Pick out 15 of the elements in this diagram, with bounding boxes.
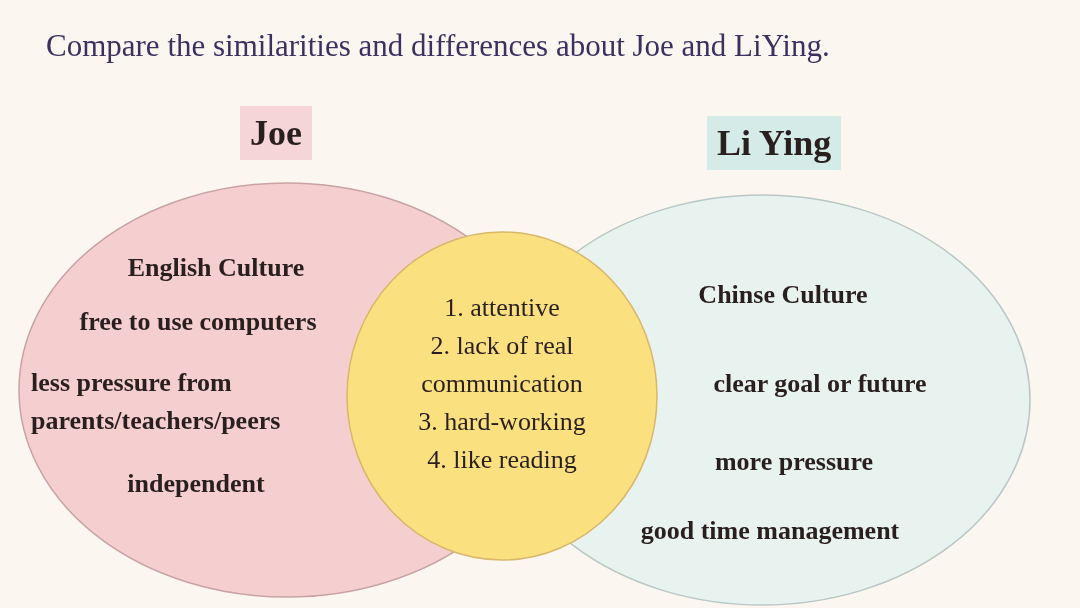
shared-trait-text: 3. hard-working: [418, 406, 586, 438]
name-label: Li Ying: [707, 116, 842, 170]
shared-trait-text: 4. like reading: [427, 444, 577, 476]
trait-text: free to use computers: [79, 306, 317, 338]
slide-title: Compare the similarities and differences about Joe and LiYing.: [46, 28, 830, 64]
shared-trait-text: 1. attentive: [444, 292, 560, 324]
trait-text: good time management: [640, 515, 900, 547]
trait-text: less pressure from parents/teachers/peers: [31, 367, 282, 437]
shared-trait-text: 2. lack of real communication: [420, 330, 584, 400]
culture-label: English Culture: [127, 252, 305, 284]
trait-text: clear goal or future: [713, 368, 927, 400]
trait-text: more pressure: [714, 446, 874, 478]
name-label: Joe: [240, 106, 312, 160]
trait-text: independent: [127, 468, 265, 500]
culture-label: Chinse Culture: [698, 279, 868, 311]
